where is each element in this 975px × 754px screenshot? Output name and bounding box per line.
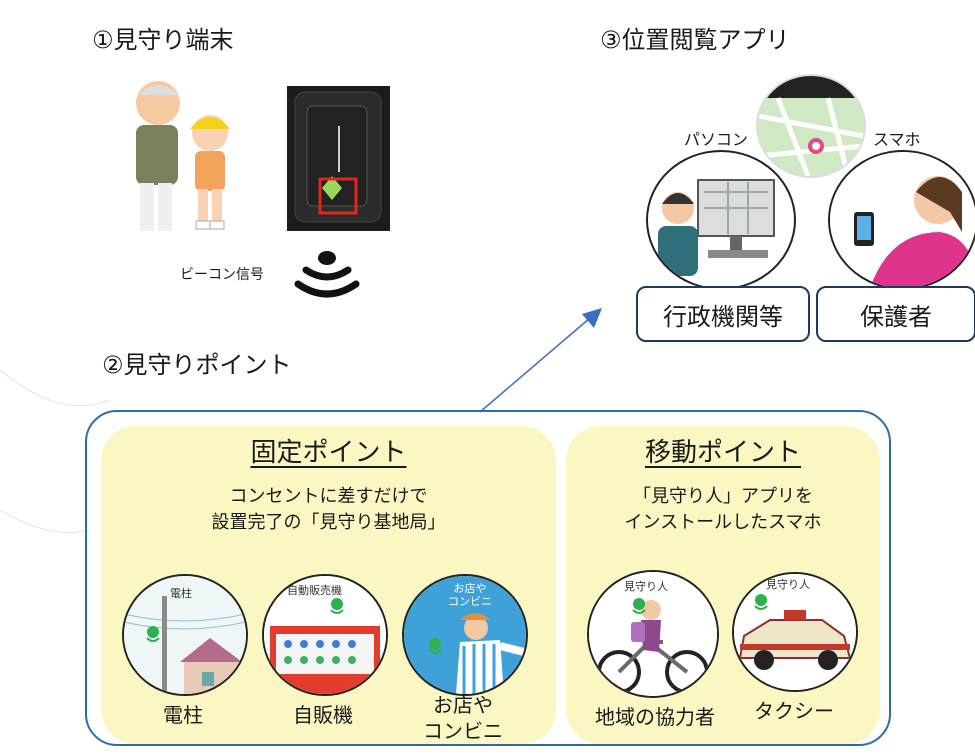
phone-user-circle	[828, 150, 975, 290]
fixed-points-title: 固定ポイント	[250, 438, 407, 468]
utility-pole-label: 電柱	[163, 703, 203, 727]
vending-machine-label: 自販機	[293, 703, 353, 727]
phone-label: スマホ	[873, 130, 921, 149]
upload-arrow	[479, 308, 602, 413]
vending-machine-circle	[262, 574, 388, 696]
pc-label: パソコン	[684, 130, 749, 149]
mobile-points-description: 「見守り人」アプリを インストールしたスマホ	[624, 486, 822, 533]
point-section-title: ②見守りポイント	[102, 351, 292, 379]
phone-guardian-icon	[830, 152, 975, 288]
points-frame	[85, 410, 891, 746]
grandpa-child-illustration	[136, 81, 230, 231]
map-app-circle	[756, 74, 866, 178]
beacon-icon	[146, 626, 160, 642]
beacon-icon	[428, 638, 442, 654]
store-circle	[402, 574, 528, 696]
background-arcs	[0, 369, 110, 533]
store-clerk-icon	[404, 576, 526, 694]
map-icon	[758, 76, 864, 176]
beacon-highlight-box	[318, 177, 358, 215]
store-tag: お店や コンビニ	[448, 582, 492, 608]
taxi-tag: 見守り人	[766, 578, 810, 591]
beacon-signal-label: ビーコン信号	[180, 267, 264, 283]
community-helper-label: 地域の協力者	[595, 705, 715, 729]
utility-pole-icon	[124, 576, 246, 694]
school-bag-photo	[287, 86, 390, 231]
pc-user-circle	[646, 150, 796, 290]
utility-pole-tag: 電柱	[170, 587, 192, 600]
beacon-icon	[330, 598, 344, 614]
beacon-icon	[632, 598, 646, 614]
vending-machine-icon	[264, 576, 386, 694]
community-helper-tag: 見守り人	[624, 580, 668, 593]
government-agency-box: 行政機関等	[636, 286, 810, 342]
vending-machine-tag: 自動販売機	[287, 584, 342, 597]
taxi-icon	[734, 574, 856, 690]
fixed-points-description: コンセントに差すだけで 設置完了の「見守り基地局」	[211, 486, 446, 533]
pc-operator-icon	[658, 179, 775, 276]
utility-pole-circle	[122, 574, 248, 696]
device-section-title: ①見守り端末	[92, 26, 234, 54]
mobile-points-title: 移動ポイント	[644, 438, 801, 468]
guardian-box: 保護者	[816, 286, 975, 342]
taxi-label: タクシー	[754, 699, 834, 723]
store-label: お店や コンビニ	[423, 693, 503, 743]
taxi-circle	[732, 572, 858, 692]
signal-waves-icon	[294, 251, 360, 298]
app-section-title: ③位置閲覧アプリ	[600, 26, 790, 54]
beacon-icon	[754, 594, 768, 610]
